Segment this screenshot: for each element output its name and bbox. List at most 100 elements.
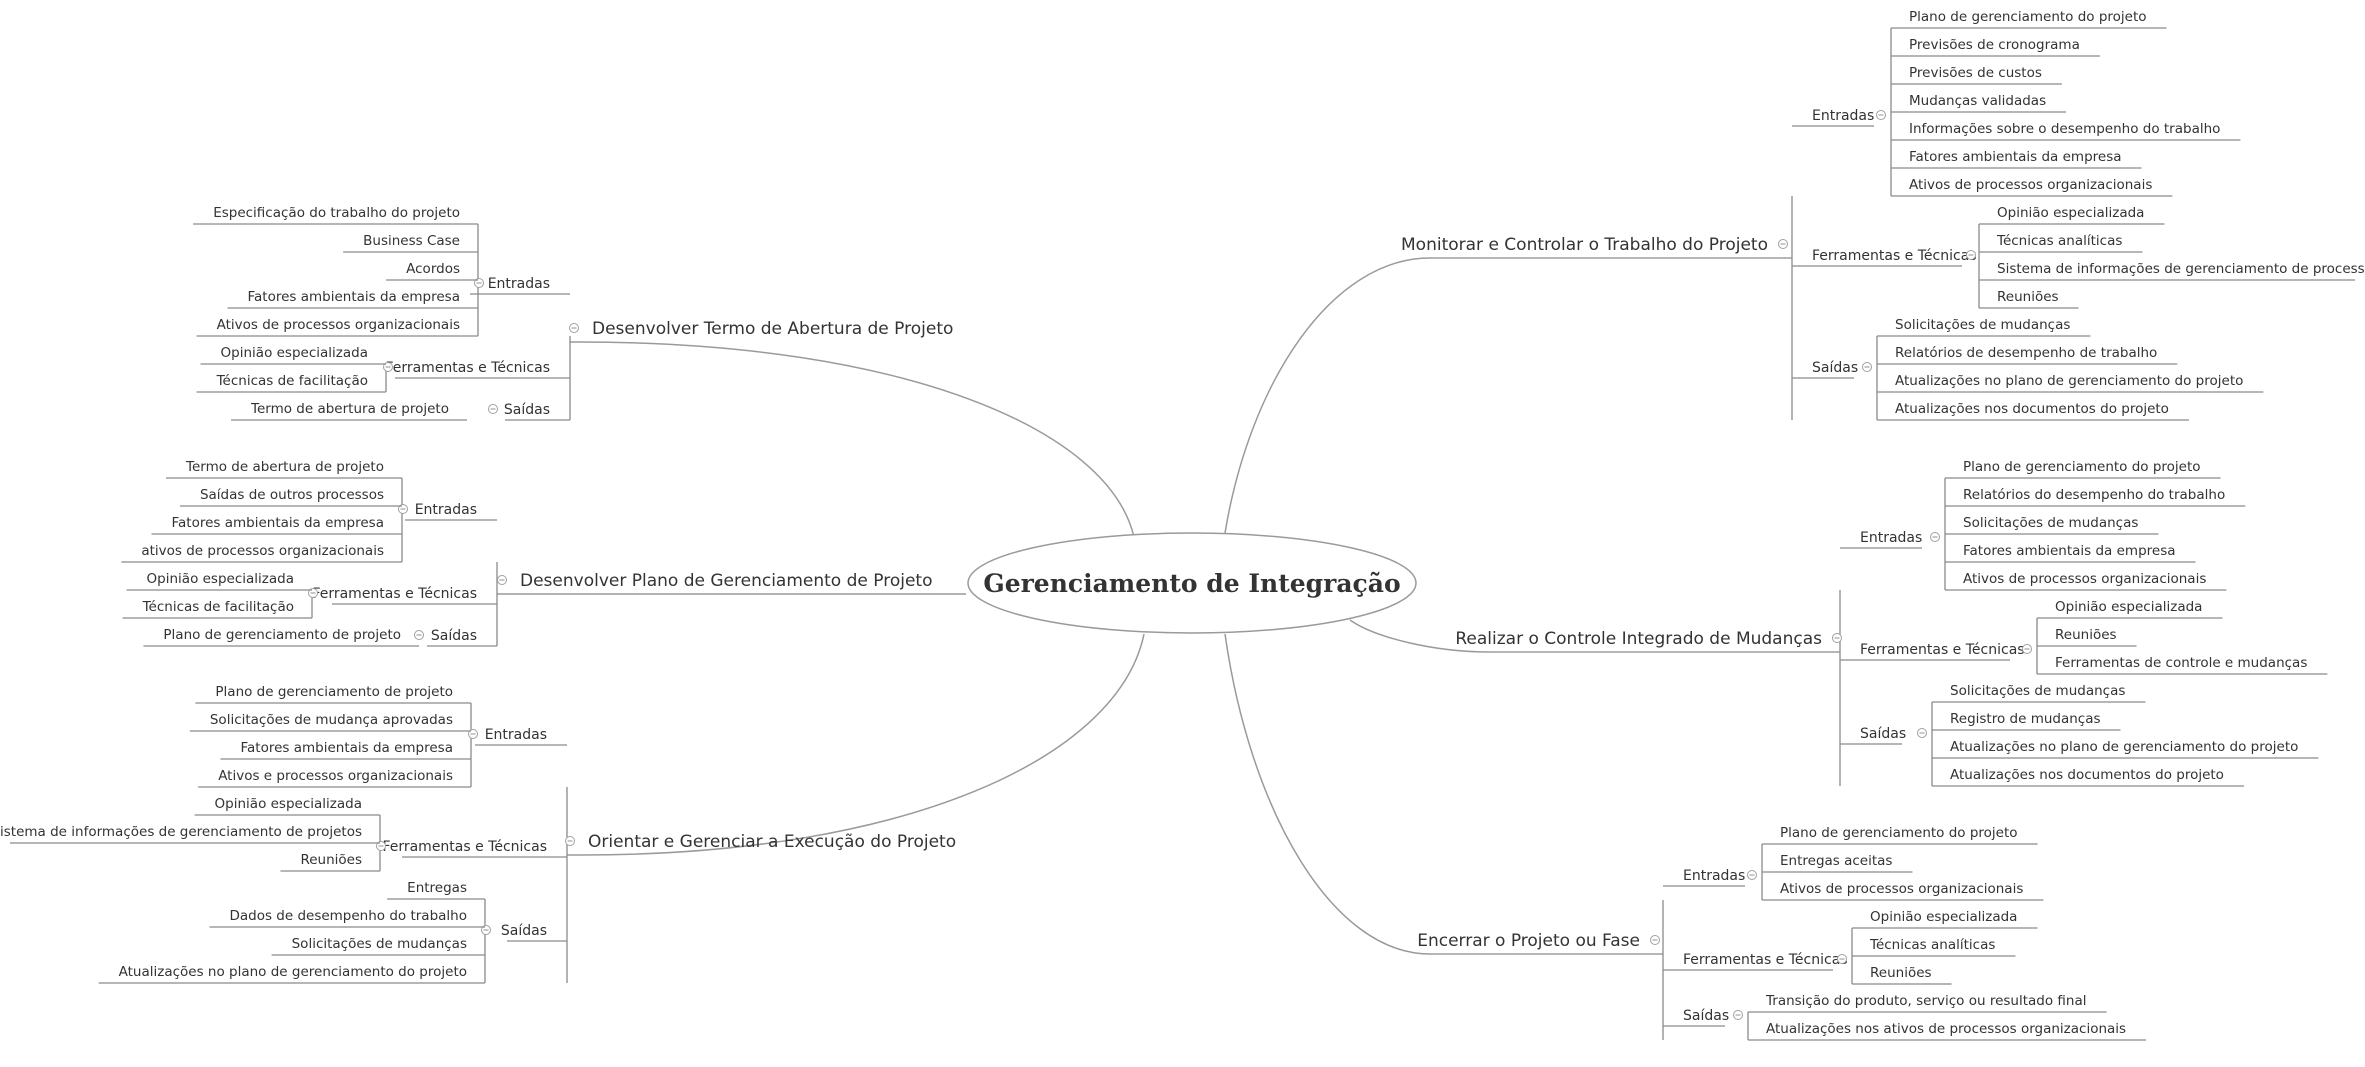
leaf-item[interactable]: Plano de gerenciamento de projeto — [195, 684, 471, 704]
section-collapse-toggle[interactable] — [468, 729, 478, 739]
leaf-item[interactable]: Solicitações de mudança aprovadas — [189, 712, 471, 732]
branch-collapse-toggle[interactable] — [565, 836, 575, 846]
leaf-item[interactable]: Atualizações no plano de gerenciamento d… — [1877, 373, 2264, 393]
leaf-item[interactable]: ativos de processos organizacionais — [121, 543, 402, 563]
leaf-item[interactable]: Fatores ambientais da empresa — [227, 289, 478, 309]
branch-label[interactable]: Realizar o Controle Integrado de Mudança… — [1455, 629, 1822, 649]
leaf-item[interactable]: Solicitações de mudanças — [1932, 683, 2146, 703]
leaf-item[interactable]: Previsões de cronograma — [1891, 37, 2100, 57]
leaf-item[interactable]: Termo de abertura de projeto — [166, 459, 402, 479]
leaf-item[interactable]: Técnicas analíticas — [1852, 937, 2016, 957]
section-label[interactable]: Entradas — [1860, 530, 1922, 546]
leaf-item[interactable]: Solicitações de mudanças — [1945, 515, 2159, 535]
section-label[interactable]: Ferramentas e Técnicas — [382, 839, 547, 855]
section-collapse-toggle[interactable] — [1966, 250, 1976, 260]
section-label[interactable]: Saídas — [1860, 726, 1906, 742]
section-label[interactable]: Entradas — [415, 502, 477, 518]
leaf-item[interactable]: Registro de mudanças — [1932, 711, 2121, 731]
branch-label[interactable]: Encerrar o Projeto ou Fase — [1417, 931, 1640, 951]
section-label[interactable]: Entradas — [485, 727, 547, 743]
branch-label[interactable]: Monitorar e Controlar o Trabalho do Proj… — [1401, 235, 1768, 255]
leaf-item[interactable]: Entregas aceitas — [1762, 853, 1913, 873]
branch-label[interactable]: Orientar e Gerenciar a Execução do Proje… — [588, 832, 956, 852]
leaf-item[interactable]: Fatores ambientais da empresa — [220, 740, 471, 760]
branch-collapse-toggle[interactable] — [1778, 239, 1788, 249]
leaf-item[interactable]: Solicitações de mudanças — [1877, 317, 2091, 337]
leaf-item[interactable]: Ativos de processos organizacionais — [1945, 571, 2227, 591]
section-collapse-toggle[interactable] — [308, 588, 318, 598]
leaf-item[interactable]: Saídas de outros processos — [179, 487, 402, 507]
section-collapse-toggle[interactable] — [1733, 1010, 1743, 1020]
leaf-item[interactable]: Plano de gerenciamento de projeto — [143, 627, 419, 647]
leaf-item[interactable]: Técnicas de facilitação — [122, 599, 312, 619]
leaf-item[interactable]: Entregas — [387, 880, 485, 900]
branch-collapse-toggle[interactable] — [569, 323, 579, 333]
leaf-item[interactable]: Termo de abertura de projeto — [231, 401, 467, 421]
leaf-item[interactable]: Business Case — [343, 233, 478, 253]
section-collapse-toggle[interactable] — [1876, 110, 1886, 120]
section-label[interactable]: Entradas — [488, 276, 550, 292]
leaf-item[interactable]: Transição do produto, serviço ou resulta… — [1748, 993, 2107, 1013]
leaf-item[interactable]: Opinião especializada — [1979, 205, 2165, 225]
section-label[interactable]: Entradas — [1683, 868, 1745, 884]
section-label[interactable]: Saídas — [431, 628, 477, 644]
leaf-item[interactable]: Técnicas analíticas — [1979, 233, 2143, 253]
section-label[interactable]: Ferramentas e Técnicas — [1683, 952, 1848, 968]
section-collapse-toggle[interactable] — [376, 841, 386, 851]
leaf-item[interactable]: Opinião especializada — [126, 571, 312, 591]
leaf-item[interactable]: Ativos de processos organizacionais — [1762, 881, 2044, 901]
leaf-item[interactable]: Atualizações nos documentos do projeto — [1877, 401, 2189, 421]
section-label[interactable]: Entradas — [1812, 108, 1874, 124]
leaf-item[interactable]: Opinião especializada — [2037, 599, 2223, 619]
root-node[interactable]: Gerenciamento de Integração — [967, 532, 1417, 634]
section-collapse-toggle[interactable] — [488, 404, 498, 414]
leaf-item[interactable]: Atualizações nos ativos de processos org… — [1748, 1021, 2147, 1041]
section-collapse-toggle[interactable] — [383, 362, 393, 372]
leaf-item[interactable]: Previsões de custos — [1891, 65, 2062, 85]
leaf-item[interactable]: Fatores ambientais da empresa — [151, 515, 402, 535]
section-collapse-toggle[interactable] — [1837, 954, 1847, 964]
branch-label[interactable]: Desenvolver Termo de Abertura de Projeto — [592, 319, 953, 339]
leaf-item[interactable]: Especificação do trabalho do projeto — [193, 205, 478, 225]
section-collapse-toggle[interactable] — [474, 278, 484, 288]
section-collapse-toggle[interactable] — [414, 630, 424, 640]
leaf-item[interactable]: Sistema de informações de gerenciamento … — [1979, 261, 2365, 281]
leaf-item[interactable]: Ativos e processos organizacionais — [198, 768, 471, 788]
leaf-item[interactable]: Opinião especializada — [1852, 909, 2038, 929]
leaf-item[interactable]: Fatores ambientais da empresa — [1891, 149, 2142, 169]
leaf-item[interactable]: Plano de gerenciamento do projeto — [1945, 459, 2221, 479]
leaf-item[interactable]: Atualizações no plano de gerenciamento d… — [98, 964, 485, 984]
leaf-item[interactable]: Reuniões — [1852, 965, 1952, 985]
leaf-item[interactable]: Mudanças validadas — [1891, 93, 2067, 113]
leaf-item[interactable]: Dados de desempenho do trabalho — [209, 908, 485, 928]
leaf-item[interactable]: Atualizações no plano de gerenciamento d… — [1932, 739, 2319, 759]
section-collapse-toggle[interactable] — [1862, 362, 1872, 372]
leaf-item[interactable]: Técnicas de facilitação — [196, 373, 386, 393]
leaf-item[interactable]: Plano de gerenciamento do projeto — [1762, 825, 2038, 845]
section-collapse-toggle[interactable] — [1747, 870, 1757, 880]
leaf-item[interactable]: Ferramentas de controle e mudanças — [2037, 655, 2328, 675]
section-label[interactable]: Ferramentas e Técnicas — [385, 360, 550, 376]
leaf-item[interactable]: Plano de gerenciamento do projeto — [1891, 9, 2167, 29]
section-label[interactable]: Ferramentas e Técnicas — [1812, 248, 1977, 264]
leaf-item[interactable]: Reuniões — [280, 852, 380, 872]
leaf-item[interactable]: Ativos de processos organizacionais — [1891, 177, 2173, 197]
section-collapse-toggle[interactable] — [398, 504, 408, 514]
section-collapse-toggle[interactable] — [1917, 728, 1927, 738]
leaf-item[interactable]: Reuniões — [1979, 289, 2079, 309]
section-label[interactable]: Ferramentas e Técnicas — [312, 586, 477, 602]
leaf-item[interactable]: Atualizações nos documentos do projeto — [1932, 767, 2244, 787]
branch-collapse-toggle[interactable] — [1650, 935, 1660, 945]
leaf-item[interactable]: Opinião especializada — [194, 796, 380, 816]
branch-collapse-toggle[interactable] — [497, 575, 507, 585]
section-label[interactable]: Saídas — [501, 923, 547, 939]
leaf-item[interactable]: Opinião especializada — [200, 345, 386, 365]
section-collapse-toggle[interactable] — [1930, 532, 1940, 542]
leaf-item[interactable]: Acordos — [386, 261, 478, 281]
branch-label[interactable]: Desenvolver Plano de Gerenciamento de Pr… — [520, 571, 932, 591]
section-collapse-toggle[interactable] — [2022, 644, 2032, 654]
leaf-item[interactable]: Reuniões — [2037, 627, 2137, 647]
leaf-item[interactable]: Fatores ambientais da empresa — [1945, 543, 2196, 563]
section-label[interactable]: Saídas — [1812, 360, 1858, 376]
leaf-item[interactable]: Sistema de informações de gerenciamento … — [0, 824, 380, 844]
